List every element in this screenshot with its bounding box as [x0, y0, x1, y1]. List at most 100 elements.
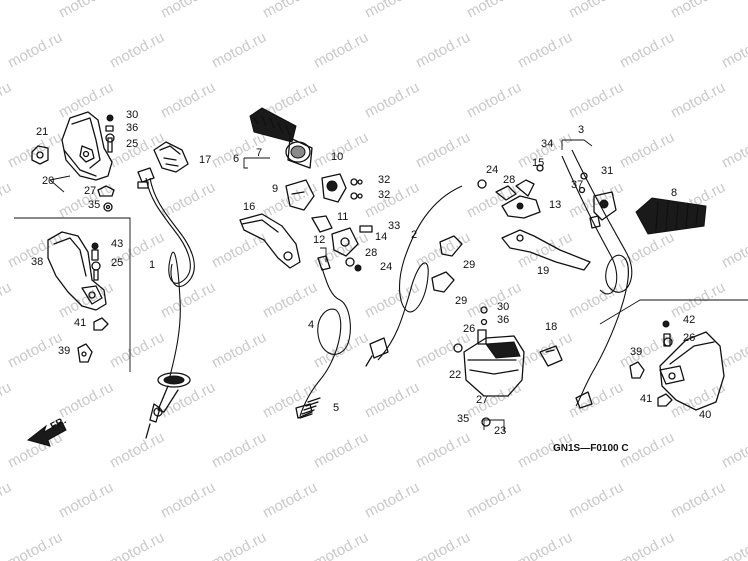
- watermark-text: motod.ru: [566, 279, 626, 322]
- clutch-perch-group: [311, 215, 373, 272]
- callout-c15: 15: [532, 157, 544, 169]
- callout-c39b: 39: [630, 346, 642, 358]
- watermark-text: motod.ru: [515, 29, 575, 72]
- callout-c18: 18: [545, 321, 557, 333]
- callout-c12: 12: [313, 234, 325, 246]
- watermark-text: motod.ru: [311, 429, 371, 472]
- watermark-text: motod.ru: [413, 429, 473, 472]
- watermark-text: motod.ru: [209, 429, 269, 472]
- watermark-text: motod.ru: [413, 29, 473, 72]
- callout-c4: 4: [308, 319, 314, 331]
- watermark-text: motod.ru: [107, 529, 167, 561]
- watermark-text: motod.ru: [617, 529, 677, 561]
- watermark-text: motod.ru: [158, 479, 218, 522]
- callout-c2: 2: [411, 229, 417, 241]
- callout-c20: 20: [42, 175, 54, 187]
- callout-c17: 17: [199, 154, 211, 166]
- watermark-text: motod.ru: [260, 0, 320, 22]
- watermark-text: motod.ru: [362, 279, 422, 322]
- callout-c30b: 30: [497, 301, 509, 313]
- callout-c11: 11: [337, 211, 348, 223]
- callout-c8: 8: [671, 187, 677, 199]
- callout-c28a: 28: [365, 247, 377, 259]
- callout-c21: 21: [36, 126, 48, 138]
- watermark-text: motod.ru: [56, 79, 116, 122]
- watermark-text: motod.ru: [668, 79, 728, 122]
- callout-c41a: 41: [74, 317, 86, 329]
- callout-c38: 38: [31, 256, 43, 268]
- callout-c43: 43: [111, 238, 123, 250]
- watermark-text: motod.ru: [260, 379, 320, 422]
- callout-c6a: 6: [233, 153, 239, 165]
- watermark-text: motod.ru: [260, 279, 320, 322]
- watermark-text: motod.ru: [107, 29, 167, 72]
- watermark-text: motod.ru: [464, 0, 524, 22]
- callout-c29a: 29: [463, 259, 475, 271]
- callout-c5: 5: [333, 402, 339, 414]
- watermark-text: motod.ru: [464, 379, 524, 422]
- watermark-text: motod.ru: [362, 179, 422, 222]
- watermark-text: motod.ru: [719, 429, 748, 472]
- watermark-text: motod.ru: [515, 529, 575, 561]
- brake-lever-19: [501, 229, 591, 271]
- diagram-code: GN1S—F0100 C: [553, 443, 629, 454]
- watermark-text: motod.ru: [107, 429, 167, 472]
- watermark-text: motod.ru: [107, 129, 167, 172]
- clutch-cable-1: [137, 167, 195, 439]
- callout-c1: 1: [149, 259, 155, 271]
- callout-c32b: 32: [378, 189, 390, 201]
- callout-c27a: 27: [84, 185, 96, 197]
- watermark-text: motod.ru: [719, 229, 748, 272]
- throttle-boot-17: [153, 141, 189, 173]
- callout-c26b: 26: [683, 332, 695, 344]
- watermark-text: motod.ru: [5, 529, 65, 561]
- watermark-text: motod.ru: [158, 379, 218, 422]
- watermark-text: motod.ru: [0, 0, 14, 22]
- callout-c25a: 25: [126, 138, 138, 150]
- callout-c16: 16: [243, 201, 255, 213]
- throttle-grip-7: [249, 107, 313, 169]
- callout-c34: 34: [541, 138, 553, 150]
- callout-c19: 19: [537, 265, 549, 277]
- callout-c42: 42: [683, 314, 695, 326]
- watermark-text: motod.ru: [0, 479, 14, 522]
- cable-2: [365, 179, 487, 367]
- watermark-text: motod.ru: [617, 129, 677, 172]
- callout-c36b: 36: [497, 314, 509, 326]
- watermark-text: motod.ru: [209, 229, 269, 272]
- callout-c32a: 32: [378, 174, 390, 186]
- throttle-cable-4: [295, 255, 351, 419]
- watermark-text: motod.ru: [5, 29, 65, 72]
- grip-8: [635, 197, 707, 235]
- callout-c33: 33: [388, 220, 400, 232]
- callout-c39a: 39: [58, 345, 70, 357]
- callout-c40: 40: [699, 409, 711, 421]
- return-spring-5: [299, 397, 321, 419]
- watermark-text: motod.ru: [566, 0, 626, 22]
- callout-c7: 7: [256, 147, 262, 159]
- callout-c27b: 27: [476, 394, 488, 406]
- watermark-text: motod.ru: [464, 279, 524, 322]
- callout-c31: 31: [601, 165, 613, 177]
- watermark-text: motod.ru: [362, 479, 422, 522]
- watermark-text: motod.ru: [56, 379, 116, 422]
- watermark-text: motod.ru: [566, 479, 626, 522]
- watermark-text: motod.ru: [617, 229, 677, 272]
- left-upper-hand-guard-group: [31, 111, 115, 212]
- watermark-text: motod.ru: [311, 529, 371, 561]
- watermark-text: motod.ru: [107, 329, 167, 372]
- watermark-text: motod.ru: [5, 329, 65, 372]
- watermark-text: motod.ru: [362, 0, 422, 22]
- watermark-text: motod.ru: [617, 29, 677, 72]
- watermark-text: motod.ru: [464, 79, 524, 122]
- callout-c35b: 35: [457, 413, 469, 425]
- callout-c24b: 24: [486, 164, 498, 176]
- watermark-text: motod.ru: [56, 279, 116, 322]
- watermark-text: motod.ru: [566, 79, 626, 122]
- watermark-text: motod.ru: [0, 379, 14, 422]
- watermark-text: motod.ru: [209, 29, 269, 72]
- callout-c30a: 30: [126, 109, 138, 121]
- callout-c26a: 26: [463, 323, 475, 335]
